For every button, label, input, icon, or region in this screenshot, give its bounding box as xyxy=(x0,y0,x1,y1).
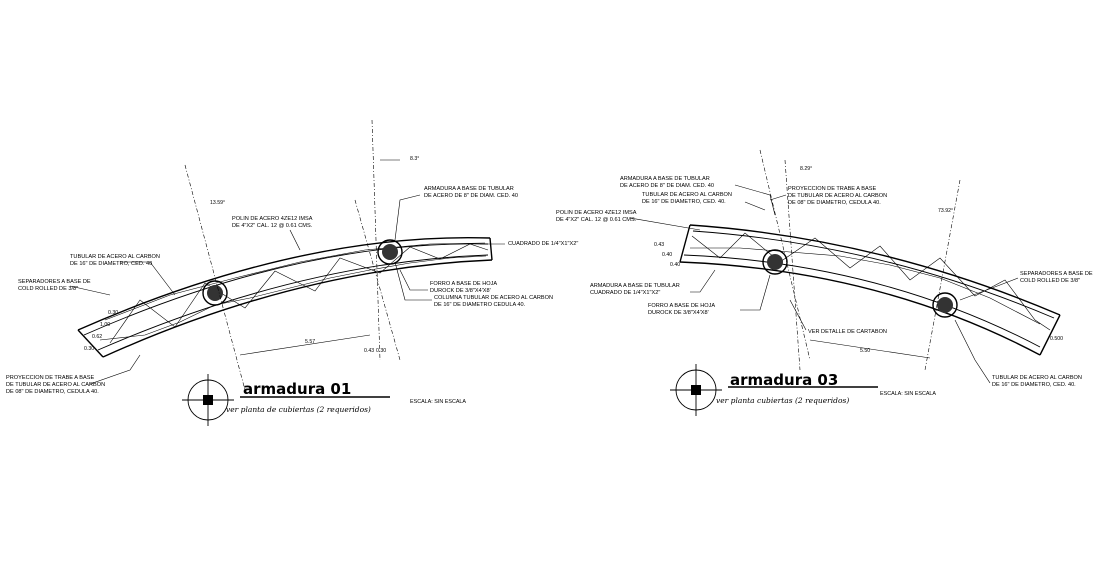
note-03-armadura-l2: DE ACERO DE 8" DE DIAM. CED. 40 xyxy=(620,183,714,189)
dim-03-span: 5.50 xyxy=(860,348,870,354)
dim-01-left-1: 0.62 xyxy=(92,334,102,340)
note-01-tubular-l1: TUBULAR DE ACERO AL CARBON xyxy=(70,254,160,260)
section-symbol-01 xyxy=(182,374,234,426)
note-03-cartabon: VER DETALLE DE CARTABON xyxy=(808,329,887,335)
note-01-forro-l1: FORRO A BASE DE HOJA xyxy=(430,281,497,287)
note-01-proyeccion-l3: DE 08" DE DIAMETRO, CEDULA 40. xyxy=(6,389,99,395)
note-03-armadura-cuadrado-l2: CUADRADO DE 1/4"X1"X2" xyxy=(590,290,660,296)
note-01-proyeccion-l1: PROYECCION DE TRABE A BASE xyxy=(6,375,94,381)
note-03-tubular-top-l1: TUBULAR DE ACERO AL CARBON xyxy=(642,192,732,198)
dim-01-left-0: 0.30 xyxy=(84,346,94,352)
truss-03-scale: ESCALA: SIN ESCALA xyxy=(880,391,936,397)
dim-03-angle: 8.29° xyxy=(800,166,812,172)
note-01-polin-l2: DE 4"X2" CAL. 12 @ 0.61 CMS. xyxy=(232,223,313,229)
truss-03-bottom-chord xyxy=(679,261,1041,356)
leaders xyxy=(69,184,1019,385)
note-03-forro-l2: DUROCK DE 3/8"X4'X8' xyxy=(648,310,709,316)
truss-03-column-right xyxy=(932,292,958,318)
truss-01-column-left xyxy=(202,280,228,306)
note-01-polin-l1: POLIN DE ACERO 4ZE12 IMSA xyxy=(232,216,313,222)
truss-01-bottom-chord xyxy=(102,259,493,358)
note-03-polin-l1: POLIN DE ACERO 4ZE12 IMSA xyxy=(556,210,637,216)
dim-01-vert-0: 0.43 xyxy=(364,348,374,354)
truss-01-web xyxy=(99,242,489,344)
truss-01-inner-top xyxy=(83,243,489,336)
truss-01-column-right xyxy=(377,239,403,265)
truss-01-scale: ESCALA: SIN ESCALA xyxy=(410,399,466,405)
note-03-proyeccion-l2: DE TUBULAR DE ACERO AL CARBON xyxy=(788,193,887,199)
truss-03-subtitle: ver planta cubiertas (2 requeridos) xyxy=(716,396,849,405)
note-03-separadores-l1: SEPARADORES A BASE DE xyxy=(1020,271,1093,277)
note-01-forro-l2: DUROCK DE 3/8"X4'X8' xyxy=(430,288,491,294)
truss-03-top-chord xyxy=(689,224,1061,316)
note-03-armadura-l1: ARMADURA A BASE DE TUBULAR xyxy=(620,176,710,182)
dim-01-left-2: 1.00 xyxy=(100,322,110,328)
truss-01-inner-bottom xyxy=(97,254,489,351)
note-01-proyeccion-l2: DE TUBULAR DE ACERO AL CARBON xyxy=(6,382,105,388)
note-03-tubular-bottom-l2: DE 16" DE DIAMETRO, CED. 40. xyxy=(992,382,1076,388)
note-01-tubular-l2: DE 16" DE DIAMETRO, CED. 40 xyxy=(70,261,152,267)
truss-03 xyxy=(679,149,1061,371)
note-01-separadores-l2: COLD ROLLED DE 3/8" xyxy=(18,286,78,292)
note-03-polin-l2: DE 4"X2" CAL. 12 @ 0.61 CMS. xyxy=(556,217,637,223)
note-03-proyeccion-l1: PROYECCION DE TRABE A BASE xyxy=(788,186,876,192)
truss-01-top-chord xyxy=(77,236,491,331)
dim-01-angle2: 13.59° xyxy=(210,200,225,206)
truss-03-column-left xyxy=(762,249,788,275)
note-01-columna-l2: DE 16" DE DIAMETRO CEDULA 40. xyxy=(434,302,526,308)
note-01-armadura-l1: ARMADURA A BASE DE TUBULAR xyxy=(424,186,514,192)
truss-01 xyxy=(77,119,493,391)
truss-01-subtitle: ver planta de cubiertas (2 requeridos) xyxy=(226,405,371,414)
note-03-separadores-l2: COLD ROLLED DE 3/8" xyxy=(1020,278,1080,284)
note-01-separadores-l1: SEPARADORES A BASE DE xyxy=(18,279,91,285)
note-03-proyeccion-l3: DE 08" DE DIAMETRO, CEDULA 40. xyxy=(788,200,881,206)
dim-03-left-1: 0.40 xyxy=(662,252,672,258)
note-01-armadura-l2: DE ACERO DE 8" DE DIAM. CED. 40 xyxy=(424,193,518,199)
note-01-cuadrado: CUADRADO DE 1/4"X1"X2" xyxy=(508,241,578,247)
dim-03-angle2: 73.92° xyxy=(938,208,953,214)
dim-03-left-2: 0.40 xyxy=(670,262,680,268)
truss-03-web xyxy=(690,232,1051,331)
note-01-columna-l1: COLUMNA TUBULAR DE ACERO AL CARBON xyxy=(434,295,553,301)
dim-01-vert-1: 0.30 xyxy=(376,348,386,354)
truss-03-title: armadura 03 xyxy=(730,371,838,389)
dim-03-right: 0.500 xyxy=(1050,336,1063,342)
section-symbol-03 xyxy=(670,364,722,416)
note-03-forro-l1: FORRO A BASE DE HOJA xyxy=(648,303,715,309)
note-03-tubular-bottom-l1: TUBULAR DE ACERO AL CARBON xyxy=(992,375,1082,381)
note-03-armadura-cuadrado-l1: ARMADURA A BASE DE TUBULAR xyxy=(590,283,680,289)
truss-01-title: armadura 01 xyxy=(243,380,351,398)
dim-01-span: 5.57 xyxy=(305,339,315,345)
note-03-tubular-top-l2: DE 16" DE DIAMETRO, CED. 40. xyxy=(642,199,726,205)
dim-01-left-3: 0.30 xyxy=(108,310,118,316)
dim-01-angle: 8.3° xyxy=(410,156,419,162)
dim-03-left-0: 0.43 xyxy=(654,242,664,248)
